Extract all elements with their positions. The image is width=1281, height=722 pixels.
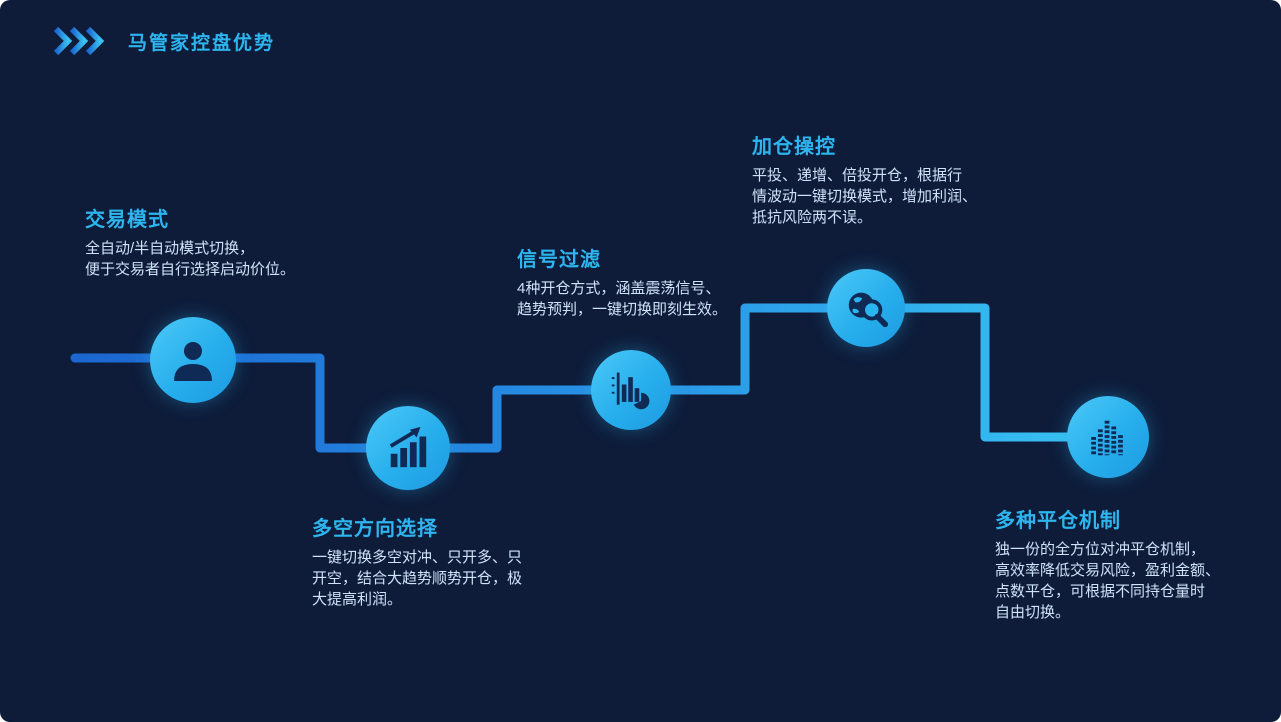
triple-chevron-icon <box>53 26 105 56</box>
step-signal-filter: 信号过滤 4种开仓方式，涵盖震荡信号、 趋势预判，一键切换即刻生效。 <box>517 243 757 320</box>
step-direction-select: 多空方向选择 一键切换多空对冲、只开多、只 开空，结合大趋势顺势开仓，极 大提高… <box>312 512 557 610</box>
page-title: 马管家控盘优势 <box>128 32 276 54</box>
step-desc: 独一份的全方位对冲平仓机制， 高效率降低交易风险，盈利金额、 点数平仓，可根据不… <box>995 541 1221 621</box>
step-desc: 一键切换多空对冲、只开多、只 开空，结合大趋势顺势开仓，极 大提高利润。 <box>312 549 523 608</box>
step-desc: 全自动/半自动模式切换， 便于交易者自行选择启动价位。 <box>85 240 296 278</box>
equalizer-icon <box>1091 420 1123 456</box>
person-icon <box>174 342 212 381</box>
step-desc: 平投、递增、倍投开仓，根据行 情波动一键切换模式，增加利润、 抵抗风险两不误。 <box>752 167 978 226</box>
header: 马管家控盘优势 <box>50 26 275 56</box>
globe-search-icon <box>848 292 889 328</box>
step-title: 多种平仓机制 <box>995 510 1121 532</box>
step-node-direction-select <box>366 406 450 490</box>
chart-up-icon <box>389 426 427 468</box>
stats-pie-icon <box>611 372 650 410</box>
step-node-trading-mode <box>150 317 236 403</box>
step-desc: 4种开仓方式，涵盖震荡信号、 趋势预判，一键切换即刻生效。 <box>517 280 728 318</box>
step-close-mechanism: 多种平仓机制 独一份的全方位对冲平仓机制， 高效率降低交易风险，盈利金额、 点数… <box>995 504 1240 623</box>
step-node-close-mechanism <box>1067 396 1149 478</box>
step-node-add-position <box>827 269 905 347</box>
step-title: 信号过滤 <box>517 249 601 271</box>
step-title: 加仓操控 <box>752 136 836 158</box>
step-title: 多空方向选择 <box>312 518 438 540</box>
step-add-position: 加仓操控 平投、递增、倍投开仓，根据行 情波动一键切换模式，增加利润、 抵抗风险… <box>752 130 1002 228</box>
step-node-signal-filter <box>591 350 671 430</box>
step-title: 交易模式 <box>85 209 169 231</box>
step-trading-mode: 交易模式 全自动/半自动模式切换， 便于交易者自行选择启动价位。 <box>85 203 325 280</box>
